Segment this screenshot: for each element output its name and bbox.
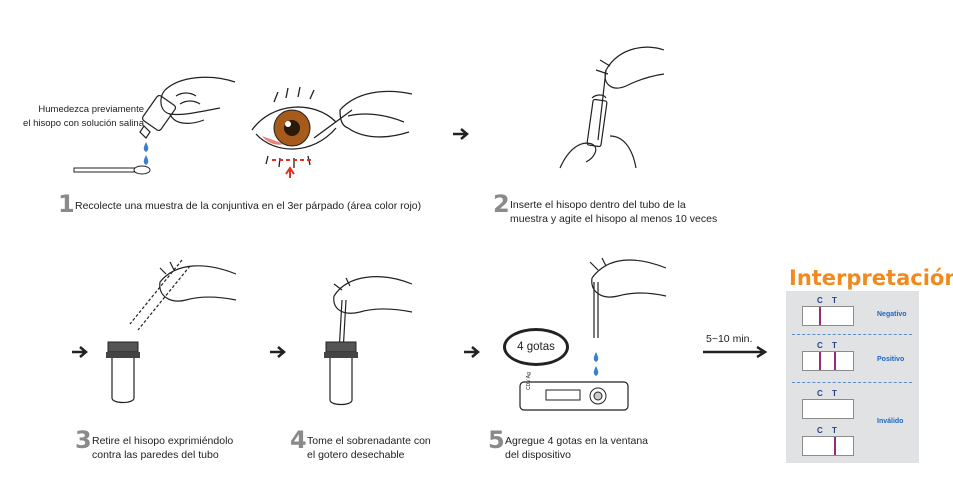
test-line [834,352,836,370]
incubation-arrow-icon [703,346,768,358]
t-label: T [832,341,837,350]
incubation-time-label: 5~10 min. [706,333,753,345]
c-label: C [817,296,823,305]
arrow-to-step5-icon [464,346,480,358]
t-label: T [832,296,837,305]
step1-text-line1: Recolecte una muestra de la conjuntiva e… [75,200,422,212]
step5-text-line1: Agregue 4 gotas en la ventana [505,435,649,447]
t-label: T [832,426,837,435]
step2-number: 2 [493,190,510,218]
result-negative-label: Negativo [877,311,907,318]
squeeze-swab-illustration [106,259,237,404]
result-strip-negative [802,306,854,326]
step5-number: 5 [488,426,505,454]
arrow-to-step4-icon [270,346,286,358]
step3-text-line2: contra las paredes del tubo [92,449,219,461]
result-strip-invalid-t-only [802,436,854,456]
result-invalid-label: Inválido [877,418,904,425]
c-label: C [817,426,823,435]
control-line [819,352,821,370]
separator [792,382,912,383]
step3-text-line1: Retire el hisopo exprimiéndolo [92,435,234,447]
interpretation-title: Interpretación [789,266,953,290]
step3-text: Retire el hisopo exprimiéndolo contra la… [92,434,233,462]
arrow-to-step2-icon [453,128,469,140]
dropper-tube-illustration [324,276,413,406]
step1-number: 1 [58,190,75,218]
device-label: CDV Ag [526,372,532,390]
result-strip-invalid-empty [802,399,854,419]
step2-text-line2: muestra y agite el hisopo al menos 10 ve… [510,213,718,225]
result-positive-label: Positivo [877,356,905,363]
dropper-swab-illustration [73,76,236,175]
step1-text: Recolecte una muestra de la conjuntiva e… [75,199,421,213]
step5-text: Agregue 4 gotas en la ventana del dispos… [505,434,648,462]
t-label: T [832,389,837,398]
step2-text-line1: Inserte el hisopo dentro del tubo de la [510,199,686,211]
step4-text-line2: el gotero desechable [307,449,405,461]
eye-conjunctiva-illustration [251,86,413,178]
test-line [834,437,836,455]
step4-text: Tome el sobrenadante con el gotero desec… [307,434,431,462]
step4-text-line1: Tome el sobrenadante con [307,435,431,447]
c-label: C [817,389,823,398]
saline-hint-line2: el hisopo con solución salina [23,118,144,129]
separator [792,334,912,335]
tube-swab-illustration [559,46,665,169]
saline-hint: Humedezca previamente el hisopo con solu… [18,103,144,131]
control-line [819,307,821,325]
four-drops-label: 4 gotas [503,328,569,366]
arrow-to-step3-icon [72,346,88,358]
step3-number: 3 [75,426,92,454]
c-label: C [817,341,823,350]
result-strip-positive [802,351,854,371]
saline-hint-line1: Humedezca previamente [38,104,144,115]
step5-text-line2: del dispositivo [505,449,571,461]
step2-text: Inserte el hisopo dentro del tubo de la … [510,198,717,226]
step4-number: 4 [290,426,307,454]
add-drops-device-illustration [519,257,667,411]
